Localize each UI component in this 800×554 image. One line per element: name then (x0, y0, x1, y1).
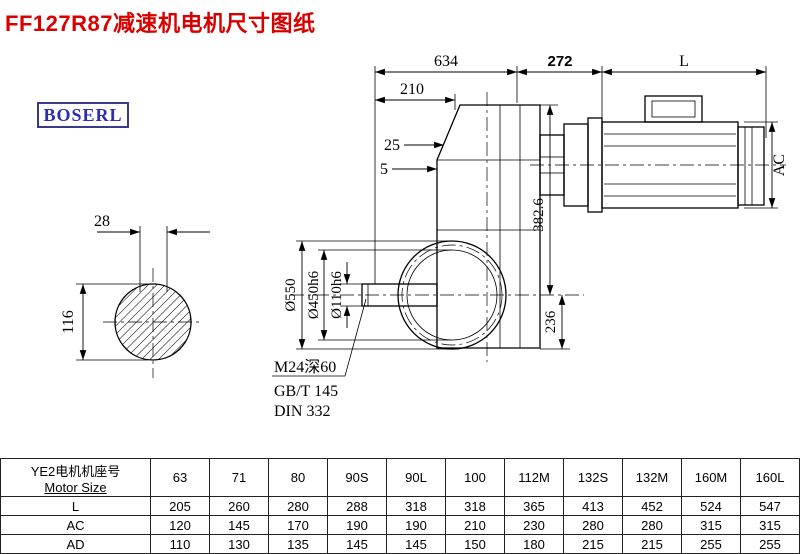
dim-272-label: 272 (547, 53, 572, 70)
dim-116-label: 116 (60, 310, 77, 333)
shaft-section-view (103, 226, 203, 378)
row-label-AC: AC (0, 515, 151, 535)
motor-size-header-cn: YE2电机机座号 (30, 463, 121, 479)
motor-size-header-cell: YE2电机机座号 Motor Size (0, 458, 151, 497)
table-cell: 215 (622, 534, 682, 554)
size-col-header: 132M (622, 458, 682, 497)
gearbox-view (290, 92, 584, 362)
dim-210-label: 210 (400, 81, 424, 98)
note-m24: M24深60 (274, 358, 336, 376)
table-cell: 230 (504, 515, 564, 535)
table-cell: 318 (386, 496, 446, 516)
size-col-header: 90S (327, 458, 387, 497)
thread-notes: M24深60 GB/T 145 DIN 332 (274, 358, 338, 420)
dim-AC-label: AC (771, 154, 788, 176)
dim-25-label: 25 (384, 137, 400, 154)
table-cell: 210 (445, 515, 505, 535)
dim-634-label: 634 (434, 53, 458, 70)
size-col-header: 112M (504, 458, 564, 497)
motor-view (530, 95, 786, 213)
table-cell: 260 (209, 496, 269, 516)
table-cell: 170 (268, 515, 328, 535)
table-cell: 315 (740, 515, 800, 535)
table-cell: 547 (740, 496, 800, 516)
table-cell: 110 (150, 534, 210, 554)
dim-116: 116 (60, 283, 148, 361)
dim-28-label: 28 (94, 213, 110, 230)
note-gbt: GB/T 145 (274, 383, 338, 400)
table-cell: 315 (681, 515, 741, 535)
table-cell: 180 (504, 534, 564, 554)
table-cell: 365 (504, 496, 564, 516)
leader-line (272, 298, 367, 377)
table-cell: 280 (268, 496, 328, 516)
table-cell: 205 (150, 496, 210, 516)
size-col-header: 160L (740, 458, 800, 497)
table-cell: 280 (563, 515, 623, 535)
dim-382-6-label: 382.6 (531, 198, 547, 232)
table-cell: 190 (327, 515, 387, 535)
table-cell: 145 (209, 515, 269, 535)
dia-450-label: Ø450h6 (306, 270, 322, 319)
dim-5-label: 5 (380, 161, 388, 178)
table-cell: 280 (622, 515, 682, 535)
size-col-header: 71 (209, 458, 269, 497)
table-cell: 255 (681, 534, 741, 554)
row-label-AD: AD (0, 534, 151, 554)
dim-28: 28 (94, 213, 210, 236)
table-cell: 145 (386, 534, 446, 554)
size-col-header: 160M (681, 458, 741, 497)
dim-L-label: L (679, 53, 689, 70)
note-din: DIN 332 (274, 403, 330, 420)
table-cell: 120 (150, 515, 210, 535)
table-cell: 190 (386, 515, 446, 535)
brand-logo: BOSERL (37, 102, 129, 128)
table-cell: 318 (445, 496, 505, 516)
size-col-header: 63 (150, 458, 210, 497)
size-col-header: 100 (445, 458, 505, 497)
table-cell: 288 (327, 496, 387, 516)
size-col-header: 132S (563, 458, 623, 497)
table-cell: 150 (445, 534, 505, 554)
motor-size-table: YE2电机机座号 Motor Size 63 71 80 90S 90L 100… (0, 458, 800, 554)
brand-logo-text: BOSERL (43, 104, 123, 125)
size-col-header: 80 (268, 458, 328, 497)
table-cell: 215 (563, 534, 623, 554)
dim-236-label: 236 (543, 310, 559, 333)
table-cell: 145 (327, 534, 387, 554)
motor-size-header-en: Motor Size (44, 479, 107, 495)
size-col-header: 90L (386, 458, 446, 497)
page-title: FF127R87减速机电机尺寸图纸 (5, 11, 316, 36)
table-cell: 413 (563, 496, 623, 516)
dimension-lines: 634 272 L 210 25 5 AC Ø550 Ø450h6 (272, 53, 788, 377)
table-cell: 255 (740, 534, 800, 554)
table-cell: 130 (209, 534, 269, 554)
table-cell: 452 (622, 496, 682, 516)
table-cell: 135 (268, 534, 328, 554)
row-label-L: L (0, 496, 151, 516)
dimension-drawing: 28 116 (60, 53, 788, 420)
dia-550-label: Ø550 (283, 278, 299, 311)
dia-110-label: Ø110h6 (329, 271, 345, 319)
table-cell: 524 (681, 496, 741, 516)
